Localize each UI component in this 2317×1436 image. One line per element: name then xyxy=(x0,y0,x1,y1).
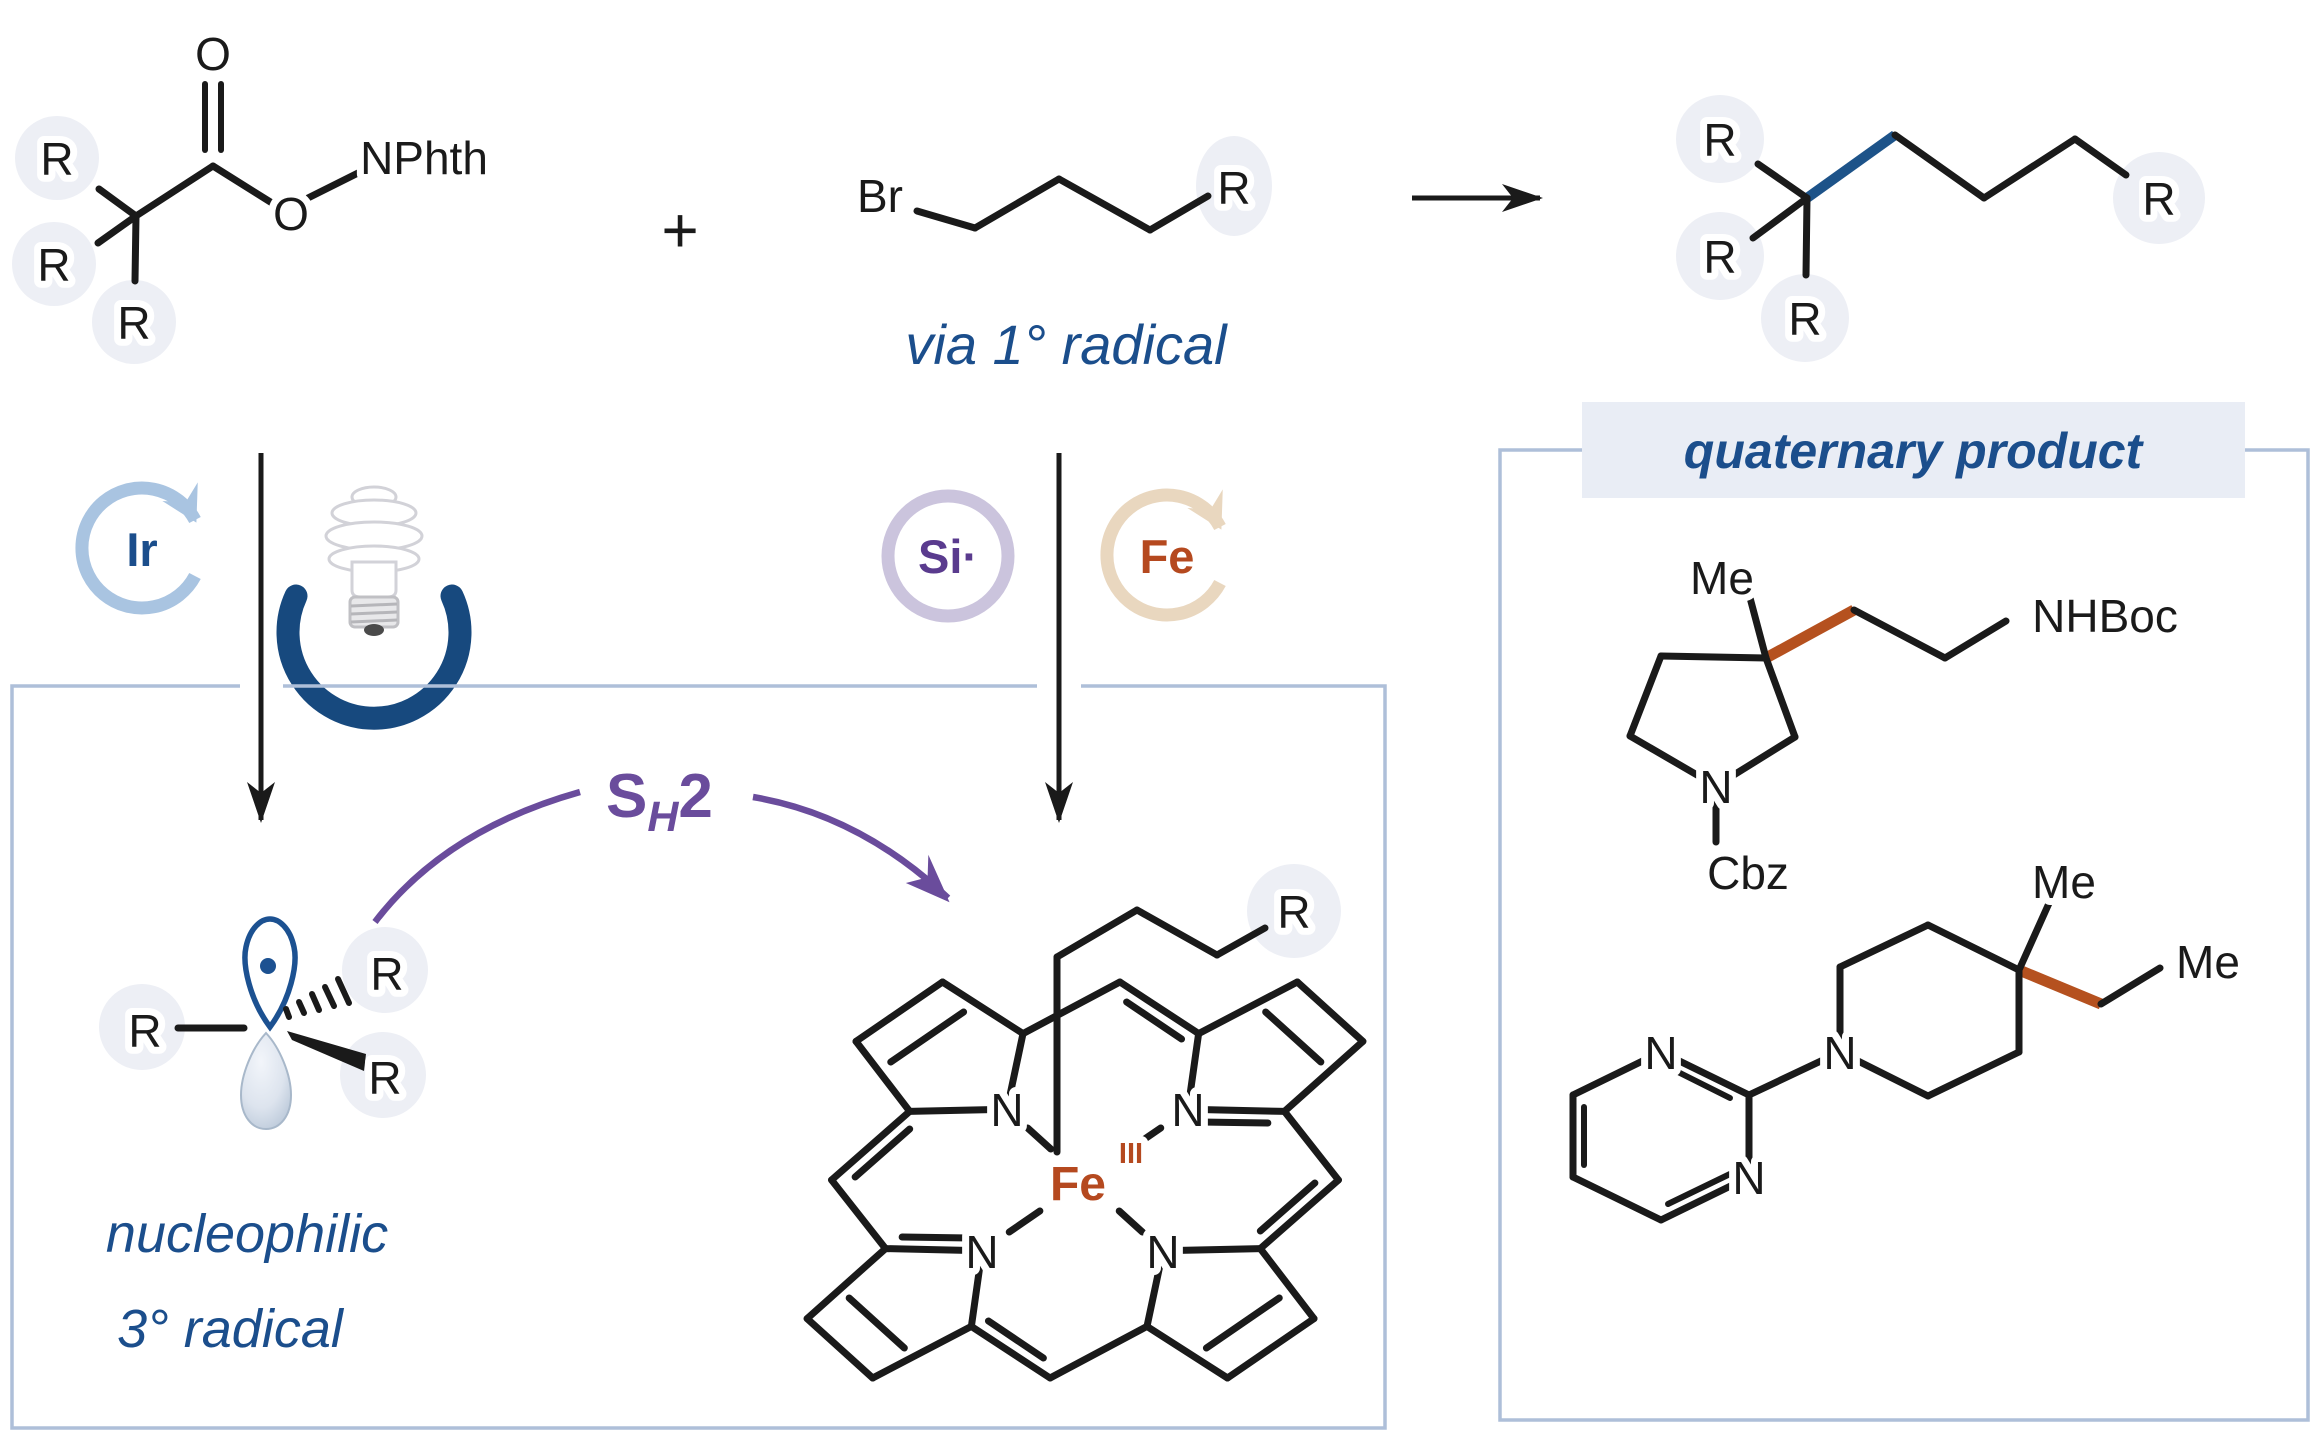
r-highlight-circles xyxy=(99,927,428,1118)
via-primary-radical-caption: via 1° radical xyxy=(905,313,1228,376)
ester-oxygen-label: O xyxy=(273,188,309,240)
r-label: R xyxy=(1703,231,1736,283)
iron-center-label: Fe xyxy=(1050,1158,1106,1211)
plus-sign: + xyxy=(661,194,698,266)
bromine-label: Br xyxy=(857,170,903,222)
radical-caption-line2: 3° radical xyxy=(117,1299,345,1359)
porphyrin-nitrogen-label: N xyxy=(990,1084,1023,1136)
product-bonds xyxy=(1749,131,2130,279)
pyrimidine-bonds xyxy=(1569,1048,1753,1224)
r-label: R xyxy=(40,133,73,185)
new-bond-highlight xyxy=(1804,130,1898,203)
piperidine-nitrogen-label: N xyxy=(1823,1027,1856,1079)
iridium-label: Ir xyxy=(126,523,157,576)
nhboc-label: NHBoc xyxy=(2032,590,2178,642)
r-label: R xyxy=(1788,293,1821,345)
radical-caption-line1: nucleophilic xyxy=(106,1204,388,1264)
reactant-redox-ester: O O NPhth R R R xyxy=(12,21,495,364)
product-box-header-badge xyxy=(1582,402,2245,498)
example-product-pyrrolidine: Me NHBoc N Cbz xyxy=(1626,545,2185,906)
new-bond-highlight xyxy=(2016,964,2104,1010)
methyl-label: Me xyxy=(1690,552,1754,604)
iron-catalyst-icon: Fe xyxy=(1100,488,1226,622)
methyl-label: Me xyxy=(2032,856,2096,908)
nphth-label: NPhth xyxy=(360,132,488,184)
porphyrin-nitrogen-label: N xyxy=(965,1226,998,1278)
cfl-lightbulb-icon xyxy=(276,485,472,730)
tertiary-radical-structure: R R R xyxy=(99,916,428,1131)
r-label: R xyxy=(1217,162,1250,214)
r-label: R xyxy=(117,297,150,349)
ester-bonds xyxy=(94,81,364,285)
piperidine-bonds xyxy=(1745,897,2164,1100)
r-label: R xyxy=(128,1005,161,1057)
r-highlight-circle xyxy=(1196,136,1272,236)
pyrrolidine-bonds xyxy=(1626,590,2010,846)
iron-label: Fe xyxy=(1140,530,1195,583)
sh2-arrow: SH2 xyxy=(372,762,951,924)
r-label: R xyxy=(1277,886,1310,938)
r-label: R xyxy=(1703,114,1736,166)
new-bond-highlight xyxy=(1763,605,1857,663)
carbonyl-oxygen-label: O xyxy=(195,28,231,80)
radical-electron-dot xyxy=(260,958,276,974)
iridium-photocatalyst-icon: Ir xyxy=(75,481,201,615)
silyl-label: Si· xyxy=(918,530,978,583)
r-label: R xyxy=(368,1052,401,1104)
solid-wedge-bond xyxy=(287,1031,366,1071)
r-label: R xyxy=(370,948,403,1000)
pyrimidine-nitrogen-label: N xyxy=(1732,1152,1765,1204)
silyl-radical-icon: Si· xyxy=(881,489,1015,623)
example-product-piperidine: Me Me N N N xyxy=(1569,849,2247,1224)
r-label: R xyxy=(37,239,70,291)
ring-nitrogen-label: N xyxy=(1699,761,1732,813)
r-highlight-circle xyxy=(1247,864,1341,958)
hashed-wedge-bond xyxy=(283,976,352,1020)
r-label: R xyxy=(2142,173,2175,225)
sh2-label: SH2 xyxy=(606,762,713,841)
bulb-arc xyxy=(276,584,472,730)
porphyrin-nitrogen-label: N xyxy=(1171,1084,1204,1136)
bromide-bonds xyxy=(913,175,1212,234)
product-quaternary-skeleton: R R R R xyxy=(1676,95,2205,362)
porphyrin-skeleton xyxy=(797,982,1374,1378)
iron-porphyrin-complex: N N N N Fe III R xyxy=(797,864,1374,1378)
mechanism-box xyxy=(10,684,1387,1430)
cbz-label: Cbz xyxy=(1707,847,1789,899)
reactant-alkyl-bromide: Br R xyxy=(850,136,1272,236)
iron-oxidation-state: III xyxy=(1119,1138,1143,1170)
methyl-label: Me xyxy=(2176,936,2240,988)
r-highlight-circles xyxy=(12,116,176,364)
product-box-title: quaternary product xyxy=(1684,423,2145,479)
r-highlight-circles xyxy=(1676,95,2205,362)
axial-propyl-chain xyxy=(1053,906,1269,1156)
pyrimidine-nitrogen-label: N xyxy=(1644,1027,1677,1079)
bulb-glass xyxy=(324,485,424,599)
porphyrin-nitrogen-label: N xyxy=(1146,1226,1179,1278)
bulb-screw-base xyxy=(348,595,400,636)
orbital-lobe-bottom xyxy=(239,1031,293,1131)
